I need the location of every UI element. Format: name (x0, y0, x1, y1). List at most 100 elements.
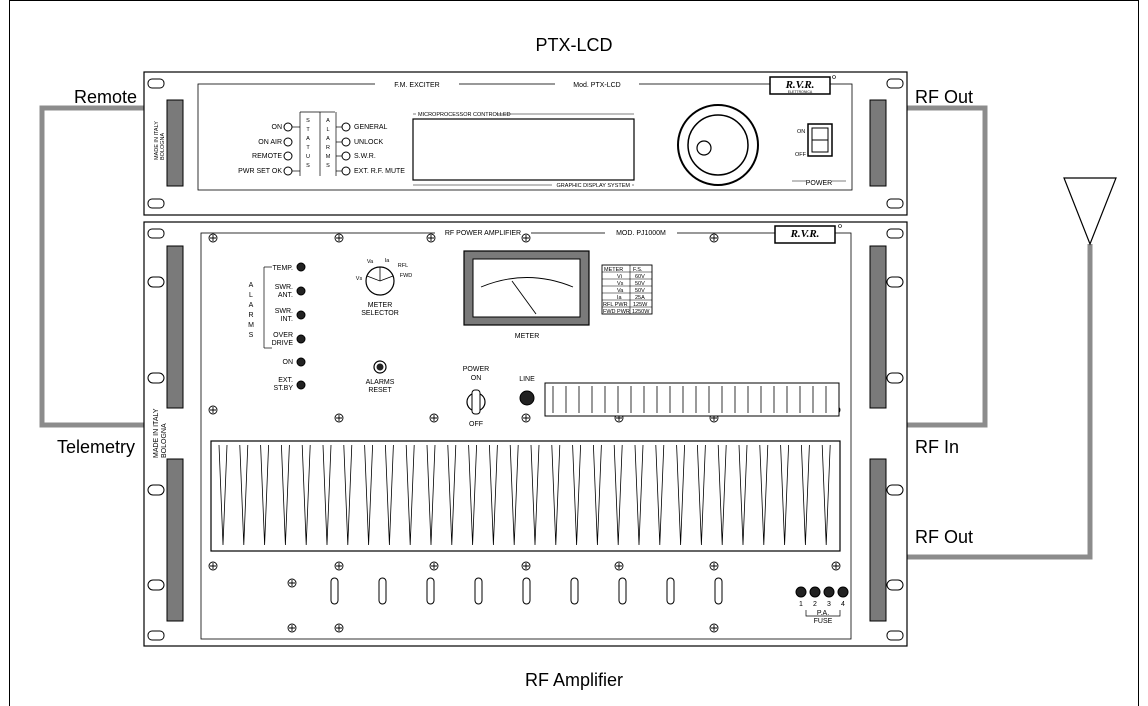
status-led-remote (283, 151, 293, 161)
exciter-alarm-leds: A L A R M S GENERAL UNLOCK S.W.R. EXT. R… (319, 111, 405, 176)
alarm-led-general (341, 122, 351, 132)
svg-text:RFL PWR: RFL PWR (603, 302, 628, 308)
svg-text:ON: ON (283, 359, 294, 366)
alarm-led-over-drive (296, 334, 306, 344)
svg-text:A: A (306, 136, 310, 142)
heatsink-fin (218, 444, 228, 546)
svg-text:OFF: OFF (469, 421, 483, 428)
heatsink-fin (551, 444, 561, 546)
heatsink-fin (281, 444, 290, 546)
svg-text:T: T (306, 127, 310, 133)
svg-text:DRIVE: DRIVE (272, 340, 294, 347)
amp-brand-logo (774, 225, 836, 244)
svg-text:R: R (326, 145, 330, 151)
svg-text:EXT.: EXT. (278, 377, 293, 384)
antenna-cable (907, 244, 1093, 560)
svg-text:F.S.: F.S. (633, 267, 643, 273)
rack-hole (886, 78, 904, 89)
exciter-brand: R.V.R. (785, 79, 815, 91)
heatsink-fin (426, 444, 436, 546)
heatsink-fin (717, 444, 727, 546)
amp-handle-left-top (166, 245, 184, 409)
amplifier-panel: MADE IN ITALY BOLOGNA RF POWER AMPLIFIER… (143, 221, 908, 647)
rack-hole (886, 198, 904, 209)
led-label: PWR SET OK (238, 168, 282, 175)
svg-text:FWD PWR: FWD PWR (603, 309, 630, 315)
vent-slot (666, 577, 675, 605)
heatsink-fin (364, 444, 373, 546)
heatsink-fin (509, 444, 519, 546)
amp-header-model: MOD. PJ1000M (616, 230, 666, 237)
amp-header-left: RF POWER AMPLIFIER (445, 230, 521, 237)
svg-text:ANT.: ANT. (278, 292, 293, 299)
heatsink-fin (821, 444, 831, 546)
svg-text:2: 2 (813, 601, 817, 608)
svg-text:GENERAL: GENERAL (354, 124, 388, 131)
fuse-3 (823, 586, 835, 598)
svg-text:ON: ON (797, 129, 805, 135)
exciter-brand-sub: ELETTRONICA (788, 90, 813, 94)
amp-handle-right-top (869, 245, 887, 409)
svg-text:A: A (326, 136, 330, 142)
heatsink-fin (780, 444, 789, 546)
svg-text:Ia: Ia (617, 295, 623, 301)
amp-handle-left-bottom (166, 458, 184, 622)
exciter-header-model: Mod. PTX-LCD (573, 82, 620, 89)
svg-text:LINE: LINE (519, 376, 535, 383)
heatsink-fin (613, 444, 623, 546)
svg-text:TEMP.: TEMP. (273, 265, 294, 272)
rack-holes (147, 228, 904, 641)
svg-text:FWD: FWD (400, 273, 413, 279)
svg-text:1: 1 (799, 601, 803, 608)
svg-text:Va: Va (367, 259, 374, 265)
svg-text:SELECTOR: SELECTOR (361, 310, 399, 317)
meter-selector[interactable]: Vs Va Ia RFL FWD METER SELECTOR (356, 258, 412, 317)
svg-text:25A: 25A (635, 295, 645, 301)
vent-slot (714, 577, 723, 605)
svg-text:A: A (326, 118, 330, 124)
exciter-header-left: F.M. EXCITER (394, 82, 440, 89)
svg-text:POWER: POWER (463, 366, 489, 373)
svg-text:1250W: 1250W (632, 309, 650, 315)
amp-power-toggle[interactable]: POWER ON OFF (463, 366, 489, 428)
vent-slot (426, 577, 435, 605)
vent-slot (522, 577, 531, 605)
heatsink-fin (322, 444, 332, 546)
heatsink-fin (468, 444, 477, 546)
heatsink-fin (655, 444, 665, 546)
svg-text:50V: 50V (635, 281, 645, 287)
svg-text:L: L (249, 292, 253, 299)
svg-text:M: M (326, 154, 331, 160)
heatsink-fin (530, 444, 540, 546)
heatsink-fin (697, 444, 706, 546)
heatsink-fin (572, 444, 581, 546)
heatsink-fin (489, 444, 498, 546)
svg-text:Vs: Vs (617, 281, 624, 287)
svg-text:Va: Va (617, 288, 624, 294)
heatsink-fin (447, 444, 457, 546)
exciter-panel: MADE IN ITALY BOLOGNA F.M. EXCITER Mod. … (143, 71, 908, 216)
exciter-made-city: BOLOGNA (160, 132, 166, 160)
alarms-reset-button[interactable]: ALARMS RESET (366, 360, 395, 394)
line-lamp (519, 390, 535, 406)
analog-meter: METER (463, 250, 590, 340)
exciter-brand-logo (769, 76, 831, 95)
svg-text:OFF: OFF (795, 152, 807, 158)
status-led-pwr-set-ok (283, 166, 293, 176)
alarm-led-unlock (341, 137, 351, 147)
svg-text:M: M (248, 322, 254, 329)
heatsink-fin (301, 444, 311, 546)
exciter-made-in: MADE IN ITALY (154, 121, 160, 160)
display-bottom-label: GRAPHIC DISPLAY SYSTEM (557, 183, 631, 189)
remote-label: Remote (74, 87, 137, 107)
vent-slot (378, 577, 387, 605)
meter-needle (511, 280, 537, 315)
svg-text:50V: 50V (635, 288, 645, 294)
rack-hole (147, 78, 165, 89)
svg-text:R: R (248, 312, 253, 319)
alarm-led-swr-int (296, 310, 306, 320)
svg-text:S: S (306, 118, 310, 124)
exciter-handle-right (869, 99, 887, 187)
heatsink-fin (405, 444, 415, 546)
lcd-display (412, 118, 635, 181)
